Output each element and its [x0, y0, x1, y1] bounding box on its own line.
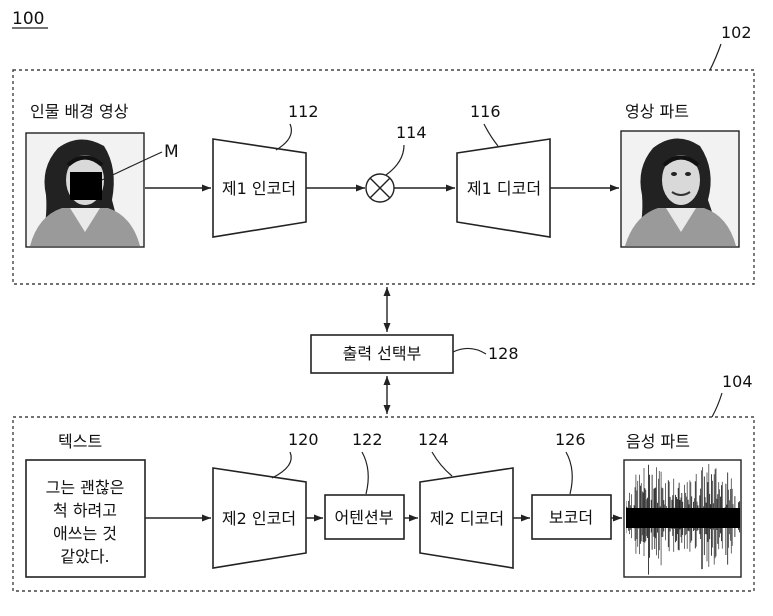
second-decoder-label: 제2 디코더 [430, 509, 504, 528]
input-text-line-2: 척 하려고 [53, 501, 117, 520]
audio-output-label: 음성 파트 [626, 432, 690, 451]
audio-section-ref-leader [711, 392, 723, 418]
first-encoder [212, 138, 307, 238]
vocoder-ref: 126 [555, 430, 586, 449]
first-decoder [456, 138, 551, 238]
combiner-ref: 114 [396, 123, 427, 142]
first-decoder-ref: 116 [470, 102, 501, 121]
video-output-label: 영상 파트 [625, 102, 689, 121]
audio-section-ref: 104 [722, 372, 753, 391]
second-encoder-ref-leader [271, 451, 292, 479]
input-portrait-image [25, 132, 145, 248]
first-encoder-ref: 112 [288, 102, 319, 121]
input-text-box [25, 459, 146, 578]
first-encoder-ref-leader [275, 123, 292, 151]
first-decoder-ref-leader [483, 123, 499, 147]
attention-unit-label: 어텐션부 [335, 508, 394, 527]
second-decoder-ref-leader [431, 451, 453, 477]
combiner-ref-leader [385, 144, 405, 176]
audio-input-label: 텍스트 [58, 432, 102, 451]
waveform-core [626, 508, 740, 528]
output-selector-ref-leader [452, 347, 487, 355]
second-decoder-ref: 124 [418, 430, 449, 449]
input-text-line-3: 애쓰는 것 [53, 524, 117, 543]
first-decoder-label: 제1 디코더 [467, 179, 541, 198]
second-encoder-ref: 120 [288, 430, 319, 449]
output-portrait-image [620, 130, 740, 248]
vocoder-ref-leader [565, 451, 573, 495]
output-waveform-image [623, 459, 742, 578]
second-encoder-label: 제2 인코더 [222, 509, 296, 528]
attention-unit-ref: 122 [352, 430, 383, 449]
combiner-operator [365, 173, 395, 203]
first-encoder-label: 제1 인코더 [222, 179, 296, 198]
video-section-ref: 102 [721, 23, 752, 42]
output-selector [310, 334, 454, 374]
video-input-label: 인물 배경 영상 [30, 102, 129, 121]
audio-section-box [12, 416, 755, 592]
attention-unit [324, 494, 405, 540]
vocoder [531, 494, 612, 540]
mask-region [70, 172, 102, 200]
attention-unit-ref-leader [361, 451, 369, 495]
input-text-line-4: 같았다. [60, 547, 109, 566]
mask-label: M [164, 142, 179, 162]
mask-leader [101, 151, 163, 181]
second-decoder [419, 467, 514, 569]
input-text-line-1: 그는 괜찮은 [46, 478, 125, 497]
second-encoder [212, 467, 307, 569]
output-selector-label: 출력 선택부 [343, 344, 422, 363]
figure-number: 100 [12, 9, 44, 29]
vocoder-label: 보코더 [549, 508, 593, 527]
video-section-ref-leader [709, 43, 722, 71]
output-selector-ref: 128 [488, 344, 519, 363]
video-section-box [12, 69, 755, 285]
